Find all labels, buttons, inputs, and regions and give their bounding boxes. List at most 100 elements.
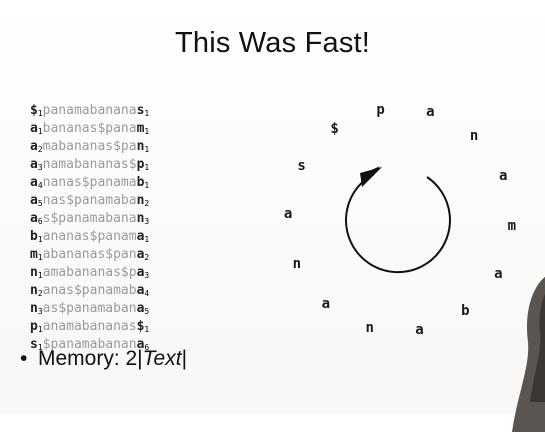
rotation-last-char: n <box>136 193 145 208</box>
rotation-first-char: a <box>30 139 38 154</box>
rotation-first-char: m <box>30 247 38 262</box>
rotation-middle: namabananas$ <box>42 157 137 172</box>
rotation-middle: anamabananas <box>42 319 137 334</box>
rotation-last-index: 2 <box>144 253 150 262</box>
rotation-middle: bananas$pana <box>42 121 137 136</box>
rotation-first-index: 1 <box>37 271 43 280</box>
rotation-last-index: 1 <box>144 145 150 154</box>
rotation-last-index: 3 <box>144 217 150 226</box>
rotation-middle: anas$panamab <box>42 283 137 298</box>
cycle-arrow-path <box>345 173 451 274</box>
rotation-first-char: a <box>30 121 38 136</box>
rotation-last-char: a <box>136 283 145 298</box>
rotation-first-index: 4 <box>37 181 43 190</box>
rotation-last-index: 1 <box>144 325 150 334</box>
rotation-last-char: n <box>136 139 145 154</box>
circle-letter: a <box>498 168 508 185</box>
rotation-middle: panamabanana <box>42 103 137 118</box>
rotation-last-char: s <box>136 103 145 118</box>
rotation-middle: amabananas$p <box>42 265 137 280</box>
rotation-row: p1anamabananas$1 <box>30 318 149 336</box>
rotation-row: n1amabananas$pa3 <box>30 264 149 282</box>
rotation-first-char: a <box>30 175 38 190</box>
rotation-first-char: a <box>30 211 38 226</box>
rotation-row: m1abananas$pana2 <box>30 246 149 264</box>
circle-letter: a <box>321 295 331 312</box>
rotation-row: a4nanas$panamab1 <box>30 174 149 192</box>
circle-letter: $ <box>330 121 339 138</box>
rotation-first-index: 2 <box>37 289 43 298</box>
rotation-last-char: a <box>136 247 145 262</box>
rotation-middle: as$panamaban <box>42 301 137 316</box>
rotation-first-index: 1 <box>37 235 43 244</box>
rotation-first-index: 1 <box>37 253 43 262</box>
rotation-last-index: 1 <box>144 181 150 190</box>
memory-text-italic: Text <box>142 347 182 370</box>
rotation-first-char: $ <box>30 103 38 118</box>
rotation-first-index: 1 <box>37 325 43 334</box>
rotation-first-index: 2 <box>37 145 43 154</box>
circle-letter: n <box>365 319 374 336</box>
rotation-last-char: $ <box>136 319 145 334</box>
rotation-row: a6s$panamabanan3 <box>30 210 149 228</box>
circle-letter: n <box>469 128 479 145</box>
rotation-middle: ananas$panam <box>42 229 137 244</box>
rotation-middle: mabananas$pa <box>42 139 137 154</box>
rotation-last-index: 1 <box>144 109 150 118</box>
rotation-row: a1bananas$panam1 <box>30 120 149 138</box>
rotation-first-char: n <box>30 265 38 280</box>
rotation-first-char: a <box>30 193 38 208</box>
rotation-first-index: 3 <box>37 307 43 316</box>
rotation-last-index: 6 <box>144 343 150 352</box>
rotation-first-index: 1 <box>37 127 43 136</box>
cycle-arrow-svg <box>345 166 451 274</box>
rotation-last-char: p <box>136 157 145 172</box>
rotation-first-char: p <box>30 319 38 334</box>
circle-letter: b <box>461 302 470 319</box>
rotation-middle: nanas$panama <box>42 175 137 190</box>
rotation-row: b1ananas$panama1 <box>30 228 149 246</box>
rotation-row: n2anas$panamaba4 <box>30 282 149 300</box>
speaker-silhouette <box>512 276 545 432</box>
rotation-last-char: n <box>136 211 145 226</box>
arrowhead-fill-icon <box>360 167 382 187</box>
rotation-row: $1panamabananas1 <box>30 102 149 120</box>
rotation-last-index: 5 <box>144 307 150 316</box>
rotation-first-char: s <box>30 337 38 352</box>
rotation-last-index: 4 <box>144 289 150 298</box>
rotation-first-index: 1 <box>37 343 43 352</box>
rotation-row: n3as$panamabana5 <box>30 300 149 318</box>
circle-letter: a <box>415 322 424 339</box>
circle-letter: a <box>426 104 435 121</box>
circle-letter: s <box>297 158 306 175</box>
circle-letter: m <box>507 217 517 234</box>
rotation-first-char: n <box>30 283 38 298</box>
circle-letter: a <box>283 206 293 223</box>
rotation-last-char: m <box>136 121 145 136</box>
bullet-dot: • <box>20 347 28 370</box>
rotation-first-index: 6 <box>37 217 43 226</box>
rotation-last-index: 2 <box>144 199 150 208</box>
rotation-last-index: 1 <box>144 127 150 136</box>
rotation-first-char: a <box>30 157 38 172</box>
rotation-row: a3namabananas$p1 <box>30 156 149 174</box>
rotation-first-char: n <box>30 301 38 316</box>
rotation-last-char: a <box>136 265 145 280</box>
rotation-first-index: 5 <box>37 199 43 208</box>
slide-title: This Was Fast! <box>174 27 371 59</box>
rotation-last-char: a <box>136 229 145 244</box>
rotation-last-char: a <box>136 337 145 352</box>
rotation-last-index: 3 <box>144 271 150 280</box>
rotation-middle: abananas$pan <box>42 247 137 262</box>
rotation-first-char: b <box>30 229 38 244</box>
rotation-first-index: 3 <box>37 163 43 172</box>
rotation-middle: nas$panamaba <box>42 193 137 208</box>
memory-prefix: Memory: 2| <box>38 347 143 370</box>
circle-letter: n <box>292 255 301 272</box>
rotation-middle: s$panamabana <box>42 211 137 226</box>
rotation-middle: $panamabanan <box>42 337 137 352</box>
circle-letter: p <box>376 101 385 118</box>
